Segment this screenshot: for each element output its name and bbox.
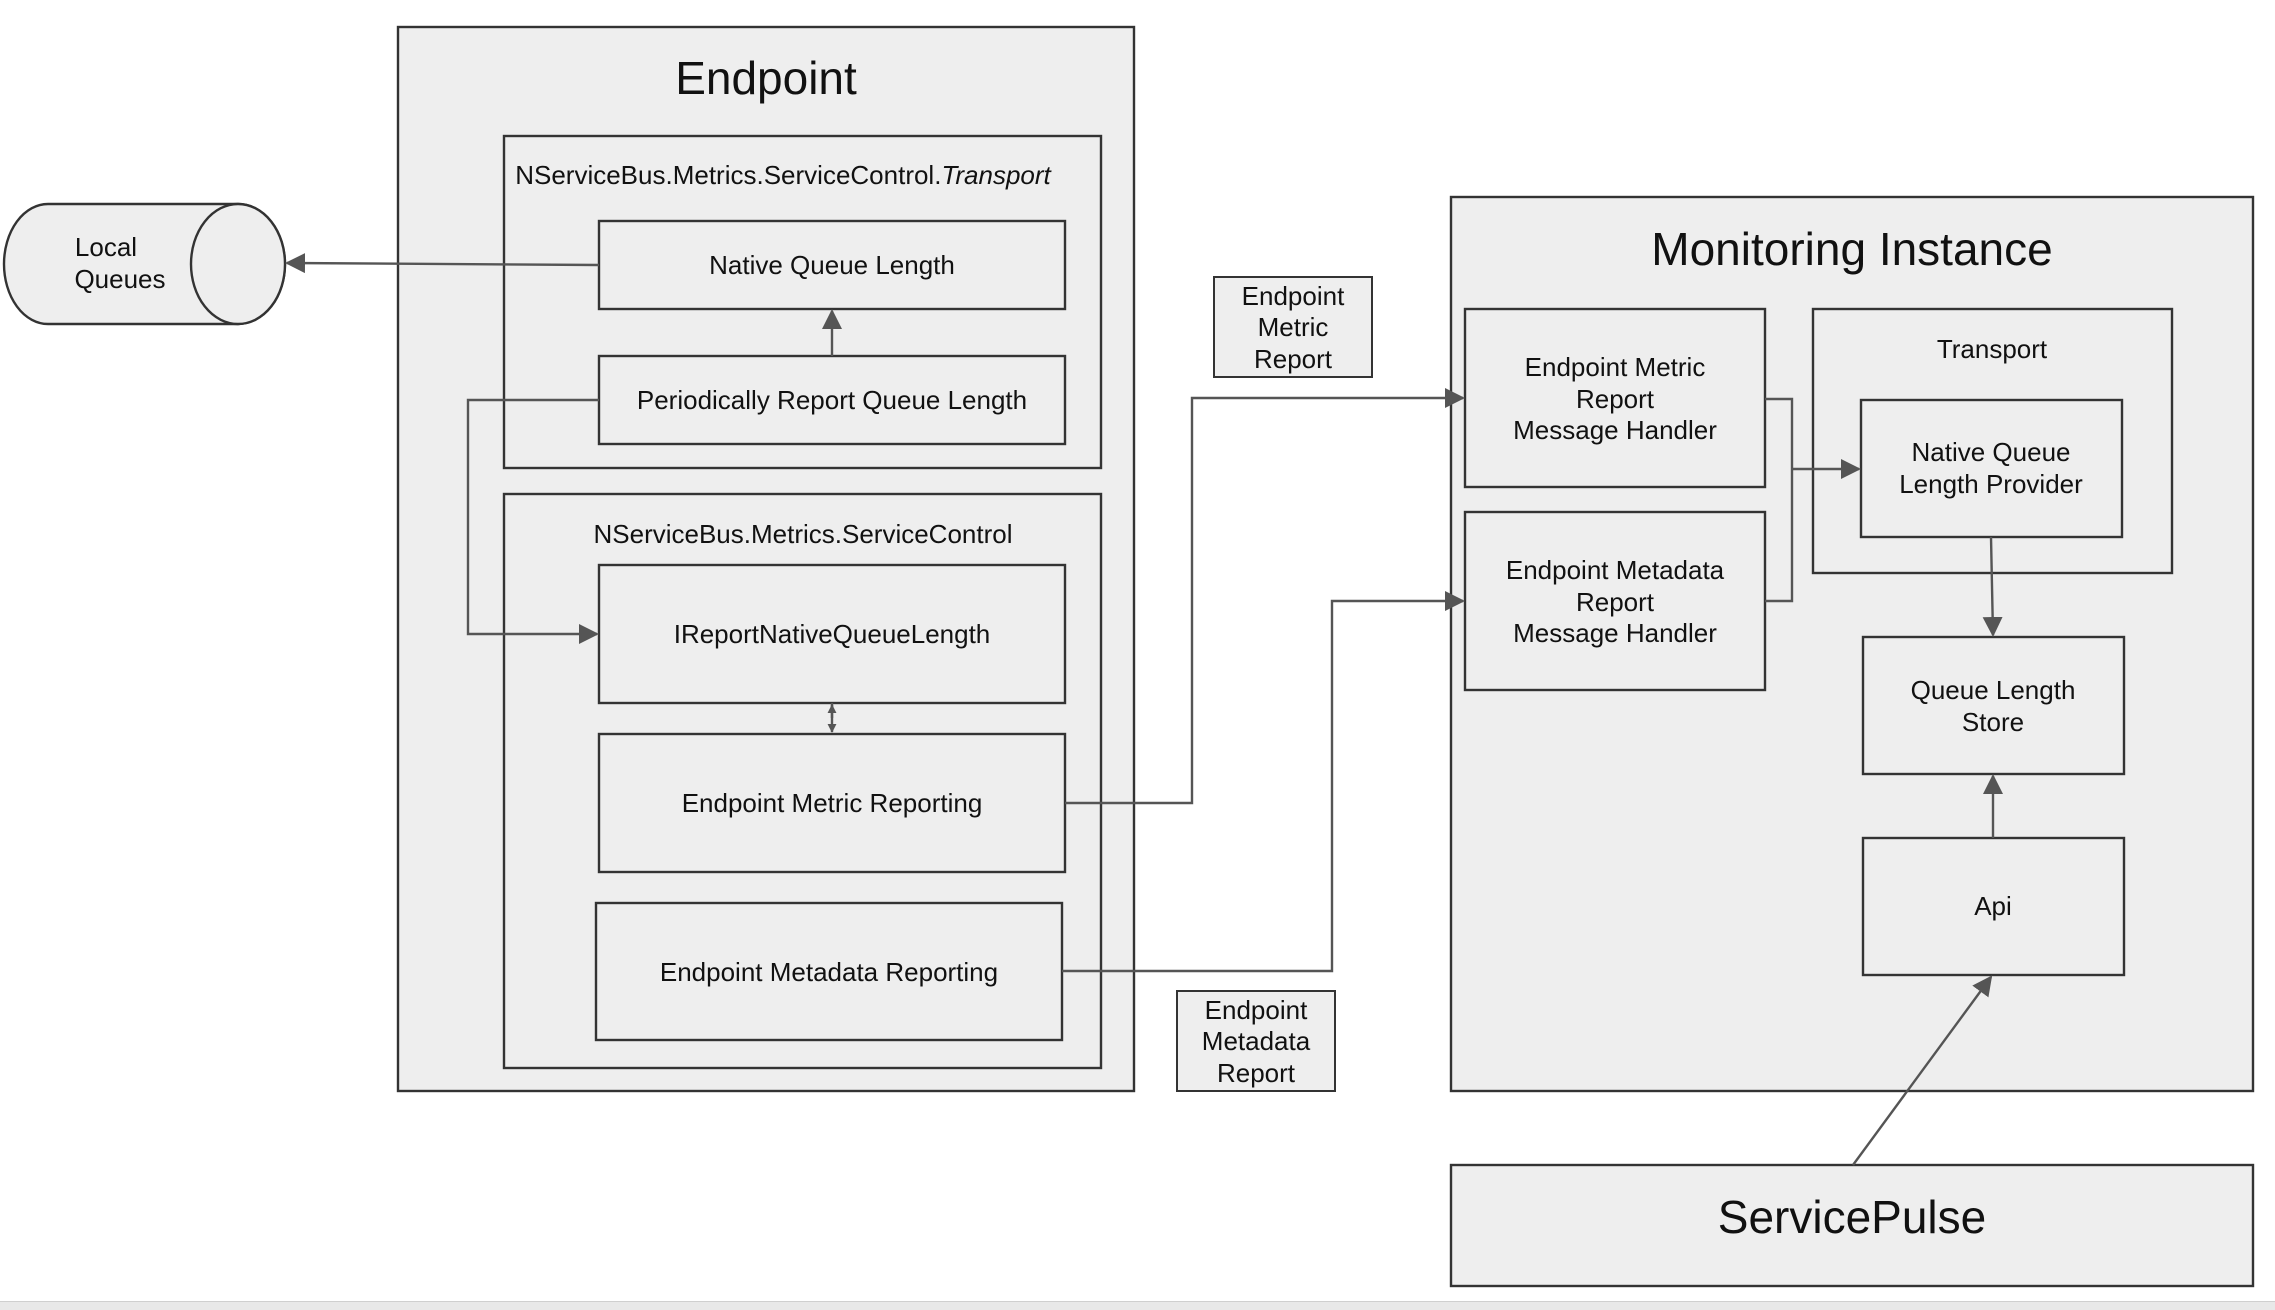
- periodically-report-node: Periodically Report Queue Length: [597, 354, 1067, 446]
- edge-metric-reporting-to-metric-handler: [1065, 388, 1465, 805]
- endpoint-metric-report-message: Endpoint Metric Report: [1213, 276, 1373, 378]
- transport-package-name: NServiceBus.Metrics.ServiceControl.Trans…: [515, 160, 1052, 190]
- edge-metadata-handler-to-provider: [1765, 469, 1794, 603]
- metadata-handler-node: Endpoint Metadata Report Message Handler: [1463, 510, 1767, 692]
- edge-periodically-report-to-ireport: [466, 398, 599, 644]
- servicepulse-title: ServicePulse: [1718, 1191, 1986, 1243]
- provider-line-1: Native Queue: [1912, 437, 2071, 467]
- ireport-node: IReportNativeQueueLength: [597, 563, 1067, 705]
- metadata-report-line-2: Metadata: [1202, 1026, 1311, 1056]
- monitoring-transport-title: Transport: [1937, 334, 2048, 364]
- endpoint-title: Endpoint: [675, 52, 857, 104]
- native-queue-length-node: Native Queue Length: [597, 219, 1067, 311]
- native-queue-length-provider-node: Native Queue Length Provider: [1859, 398, 2124, 539]
- metric-reporting-label: Endpoint Metric Reporting: [682, 788, 983, 818]
- metric-handler-line-2: Report: [1576, 384, 1655, 414]
- metric-report-line-2: Metric: [1258, 312, 1329, 342]
- metric-report-line-3: Report: [1254, 344, 1333, 374]
- metadata-reporting-node: Endpoint Metadata Reporting: [594, 901, 1064, 1042]
- periodically-report-label: Periodically Report Queue Length: [637, 385, 1027, 415]
- monitoring-instance-title: Monitoring Instance: [1651, 223, 2052, 275]
- local-queues-cylinder: Local Queues: [2, 202, 287, 326]
- queue-length-store-line-1: Queue Length: [1911, 675, 2076, 705]
- metadata-handler-line-2: Report: [1576, 587, 1655, 617]
- native-queue-length-label: Native Queue Length: [709, 250, 955, 280]
- metric-handler-line-1: Endpoint Metric: [1525, 352, 1706, 382]
- bottom-scroll-strip: [0, 1301, 2275, 1310]
- api-label: Api: [1974, 891, 2012, 921]
- endpoint-metadata-report-message: Endpoint Metadata Report: [1176, 990, 1336, 1092]
- metadata-handler-line-3: Message Handler: [1513, 618, 1717, 648]
- servicepulse-container: ServicePulse: [1449, 1163, 2255, 1288]
- edge-native-queue-to-local-queues: [285, 253, 600, 274]
- edge-servicepulse-to-api: [1852, 975, 1993, 1166]
- api-node: Api: [1861, 836, 2126, 977]
- metadata-report-line-1: Endpoint: [1205, 995, 1308, 1025]
- metadata-reporting-label: Endpoint Metadata Reporting: [660, 957, 998, 987]
- local-queues-label: Local: [75, 232, 137, 262]
- metric-reporting-node: Endpoint Metric Reporting: [597, 732, 1067, 874]
- servicecontrol-package-name: NServiceBus.Metrics.ServiceControl: [593, 519, 1012, 549]
- metric-handler-node: Endpoint Metric Report Message Handler: [1463, 307, 1767, 489]
- edge-metric-handler-to-provider: [1765, 397, 1794, 469]
- ireport-label: IReportNativeQueueLength: [674, 619, 991, 649]
- queue-length-store-node: Queue Length Store: [1861, 635, 2126, 776]
- metadata-report-line-3: Report: [1217, 1058, 1296, 1088]
- metadata-handler-line-1: Endpoint Metadata: [1506, 555, 1725, 585]
- provider-line-2: Length Provider: [1899, 469, 2083, 499]
- metric-handler-line-3: Message Handler: [1513, 415, 1717, 445]
- metric-report-line-1: Endpoint: [1242, 281, 1345, 311]
- local-queues-label-2: Queues: [74, 264, 165, 294]
- queue-length-store-line-2: Store: [1962, 707, 2024, 737]
- edge-provider-to-queue-length-store: [1982, 536, 2003, 637]
- edge-metadata-reporting-to-metadata-handler: [1062, 591, 1465, 973]
